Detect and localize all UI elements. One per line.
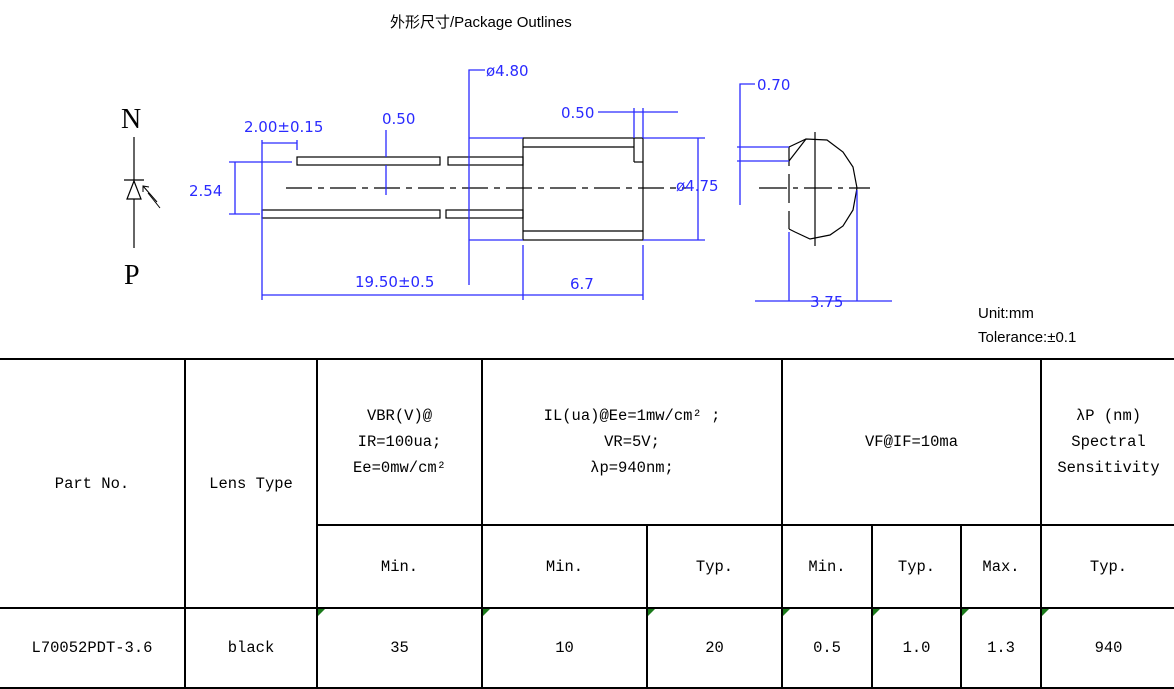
- unit-note: Unit:mm: [978, 305, 1034, 322]
- number-as-text-marker-icon: [648, 609, 655, 616]
- cell-il-typ: 20: [645, 607, 784, 689]
- cell-part-no: L70052PDT-3.6: [0, 607, 186, 689]
- subheader-vf-min: Min.: [781, 524, 874, 609]
- header-lambda: λP (nm) Spectral Sensitivity: [1040, 358, 1174, 526]
- header-il: IL(ua)@Ee=1mw/cm² ; VR=5V; λp=940nm;: [480, 358, 784, 526]
- cell-value: 0.5: [813, 639, 841, 657]
- side-view: [759, 132, 870, 246]
- dim-flange-diameter: ø4.80: [486, 62, 529, 80]
- cell-vf-min: 0.5: [781, 607, 874, 689]
- dim-lead-width: 0.50: [382, 110, 415, 128]
- dim-lead-spacing: 2.54: [189, 182, 222, 200]
- dim-side-depth: 3.75: [810, 293, 843, 311]
- drawing-notes: Unit:mm Tolerance:±0.1: [978, 302, 1076, 350]
- subheader-row: Min. Min. Typ. Min. Typ. Max. Typ.: [0, 524, 1174, 609]
- package-body: [522, 137, 644, 241]
- number-as-text-marker-icon: [318, 609, 325, 616]
- subheader-lambda-typ: Typ.: [1040, 524, 1174, 609]
- cell-value: 1.0: [902, 639, 931, 657]
- cell-lens-type: black: [184, 607, 318, 689]
- dim-side-flat: 0.70: [757, 76, 790, 94]
- cell-value: 1.3: [987, 639, 1015, 657]
- dim-flange-thickness: 0.50: [561, 104, 594, 122]
- table-row: L70052PDT-3.6 black 35 10 20 0.5 1.0 1.3…: [0, 607, 1174, 689]
- subheader-vbr-min: Min.: [316, 524, 483, 609]
- header-row: Part No. Lens Type VBR(V)@ IR=100ua; Ee=…: [0, 358, 1174, 609]
- number-as-text-marker-icon: [483, 609, 490, 616]
- subheader-il-min: Min.: [481, 524, 648, 609]
- number-as-text-marker-icon: [962, 609, 970, 616]
- number-as-text-marker-icon: [873, 609, 881, 616]
- cell-vf-typ: 1.0: [871, 607, 963, 689]
- dim-body-length: 6.7: [570, 275, 594, 293]
- cell-value: 35: [390, 639, 409, 657]
- header-part-no: Part No.: [0, 358, 186, 609]
- tolerance-note: Tolerance:±0.1: [978, 329, 1077, 346]
- cell-vf-max: 1.3: [960, 607, 1043, 689]
- header-vbr: VBR(V)@ IR=100ua; Ee=0mw/cm²: [316, 358, 483, 526]
- dim-body-diameter: ø4.75: [676, 177, 719, 195]
- cell-il-min: 10: [481, 607, 648, 689]
- pin-label-n: N: [121, 104, 141, 135]
- cell-value: 940: [1094, 639, 1123, 657]
- leads: [261, 156, 690, 219]
- subheader-vf-typ: Typ.: [871, 524, 963, 609]
- number-as-text-marker-icon: [783, 609, 791, 616]
- cell-value: 10: [555, 639, 574, 657]
- cell-value: 20: [705, 639, 724, 657]
- cell-lambda-typ: 940: [1040, 607, 1174, 689]
- package-outline-drawing: N P: [121, 62, 892, 311]
- photodiode-symbol-icon: N P: [121, 104, 161, 291]
- page-title: 外形尺寸/Package Outlines: [390, 14, 572, 31]
- header-vf: VF@IF=10ma: [781, 358, 1043, 526]
- number-as-text-marker-icon: [1042, 609, 1050, 616]
- cell-vbr-min: 35: [316, 607, 483, 689]
- dim-lead-offset: 2.00±0.15: [244, 118, 323, 136]
- subheader-il-typ: Typ.: [645, 524, 784, 609]
- spec-table: Part No. Lens Type VBR(V)@ IR=100ua; Ee=…: [0, 358, 1174, 689]
- subheader-vf-max: Max.: [960, 524, 1043, 609]
- pin-label-p: P: [124, 260, 140, 291]
- dim-lead-length: 19.50±0.5: [355, 273, 434, 291]
- header-lens-type: Lens Type: [184, 358, 318, 609]
